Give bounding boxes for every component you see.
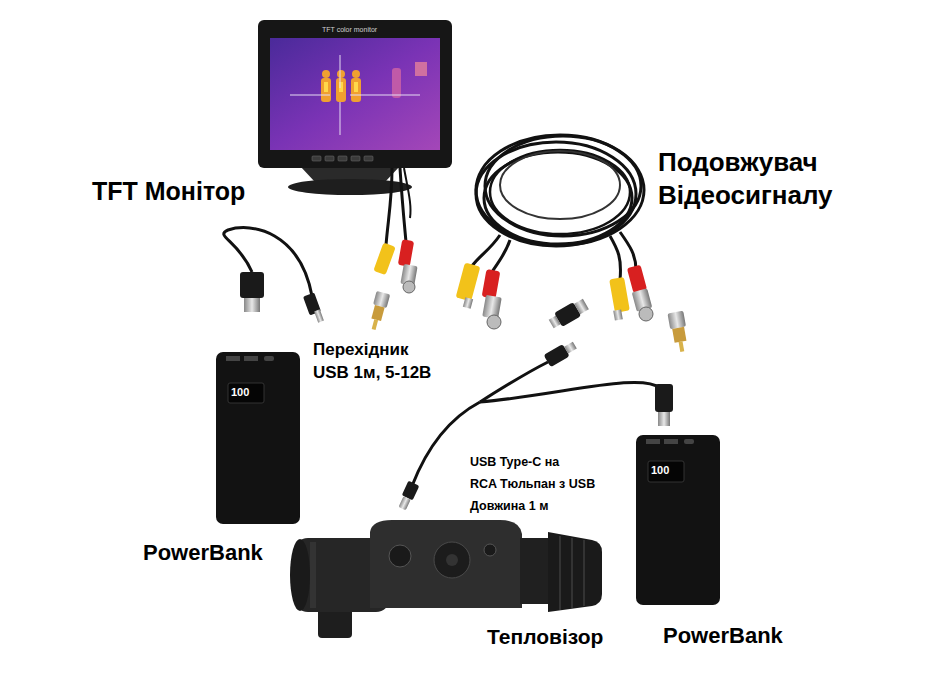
video-extension-cable	[472, 135, 644, 280]
text-line: USB Type-C на	[470, 451, 595, 473]
type-c-rca-cable	[397, 339, 673, 511]
text-line: Перехідник	[313, 339, 431, 362]
part-name: Подовжувач Відеосигналу	[658, 146, 833, 212]
thermal-scope-illustration	[290, 520, 602, 638]
part-name: Тепловізор	[487, 624, 603, 649]
text-line: RCA Тюльпан з USB	[470, 473, 595, 495]
powerbank-illustration	[636, 435, 720, 605]
part-name: PowerBank	[143, 540, 263, 566]
display-reading: 100	[651, 464, 669, 477]
powerbank-illustration	[216, 352, 300, 524]
text-line: Подовжувач	[658, 146, 833, 179]
usb-power-cable	[224, 228, 324, 323]
display-reading: 100	[231, 386, 249, 399]
part-name: USB Type-C на RCA Тюльпан з USB Довжина …	[470, 451, 595, 517]
text-line: USB 1м, 5-12В	[313, 362, 431, 385]
video-extension-plugs	[456, 263, 691, 353]
monitor-illustration	[258, 20, 452, 331]
bezel-text: TFT color monitor	[322, 26, 377, 34]
part-name: TFT Монітор	[92, 176, 245, 206]
text-line: Відеосигналу	[658, 179, 833, 212]
text-line: Довжина 1 м	[470, 495, 595, 517]
part-name: Перехідник USB 1м, 5-12В	[313, 339, 431, 385]
part-name: PowerBank	[663, 623, 783, 649]
